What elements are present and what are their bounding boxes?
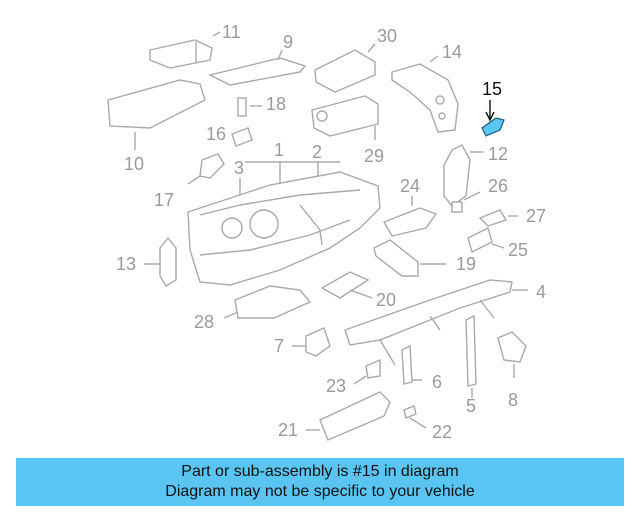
callout-17: 17 [154, 190, 174, 210]
part-21[interactable] [306, 391, 391, 441]
callout-25: 25 [508, 240, 528, 260]
callout-29: 29 [364, 146, 384, 166]
part-27[interactable] [478, 209, 518, 227]
callout-14: 14 [442, 42, 462, 62]
callout-27: 27 [526, 206, 546, 226]
callout-15: 15 [482, 79, 502, 99]
part-28[interactable] [223, 285, 312, 319]
part-12[interactable] [443, 144, 484, 207]
part-6[interactable] [401, 344, 422, 385]
callout-16: 16 [206, 124, 226, 144]
part-13[interactable] [144, 236, 177, 287]
callout-3: 3 [234, 158, 244, 178]
callout-18: 18 [266, 94, 286, 114]
part-4[interactable] [344, 279, 528, 366]
part-25[interactable] [467, 226, 505, 254]
part-15-highlighted[interactable] [481, 100, 505, 137]
part-8[interactable] [497, 331, 527, 378]
part-11[interactable] [149, 31, 221, 69]
callout-26: 26 [488, 176, 508, 196]
part-5[interactable] [465, 314, 477, 398]
callout-11: 11 [222, 22, 241, 42]
instrument-panel[interactable] [187, 171, 381, 286]
callout-23: 23 [326, 376, 346, 396]
callout-5: 5 [466, 396, 476, 416]
part-16[interactable] [231, 127, 253, 147]
part-22[interactable] [403, 405, 427, 429]
callout-9: 9 [283, 32, 293, 52]
callout-20: 20 [376, 290, 396, 310]
callout-2: 2 [312, 142, 322, 162]
callout-22: 22 [432, 422, 452, 442]
part-19[interactable] [373, 239, 446, 277]
callout-30: 30 [377, 26, 397, 46]
callout-13: 13 [116, 254, 136, 274]
part-20[interactable] [320, 271, 373, 299]
callout-1: 1 [274, 140, 284, 160]
callout-8: 8 [508, 390, 518, 410]
callout-12: 12 [488, 144, 508, 164]
part-10[interactable] [107, 79, 206, 150]
part-7[interactable] [292, 327, 331, 357]
part-24[interactable] [382, 196, 438, 237]
callout-19: 19 [456, 254, 476, 274]
callout-24: 24 [400, 176, 420, 196]
part-9[interactable] [207, 49, 307, 86]
callout-4: 4 [536, 282, 546, 302]
part-26[interactable] [451, 191, 481, 213]
banner-line-1: Part or sub-assembly is #15 in diagram [181, 463, 459, 480]
callout-28: 28 [194, 312, 214, 332]
part-18[interactable] [237, 97, 262, 117]
part-14[interactable] [391, 55, 459, 133]
part-30[interactable] [314, 43, 376, 93]
part-23[interactable] [353, 358, 381, 385]
callout-10: 10 [124, 154, 144, 174]
part-29[interactable] [311, 95, 379, 140]
part-17[interactable] [187, 153, 225, 185]
callout-6: 6 [432, 372, 442, 392]
callout-21: 21 [278, 420, 298, 440]
info-banner: Part or sub-assembly is #15 in diagram D… [16, 458, 624, 506]
callout-7: 7 [274, 336, 284, 356]
banner-line-2: Diagram may not be specific to your vehi… [165, 483, 475, 500]
parts-diagram: 11 9 30 14 15 18 10 16 1 29 12 2 3 17 24… [107, 22, 546, 442]
